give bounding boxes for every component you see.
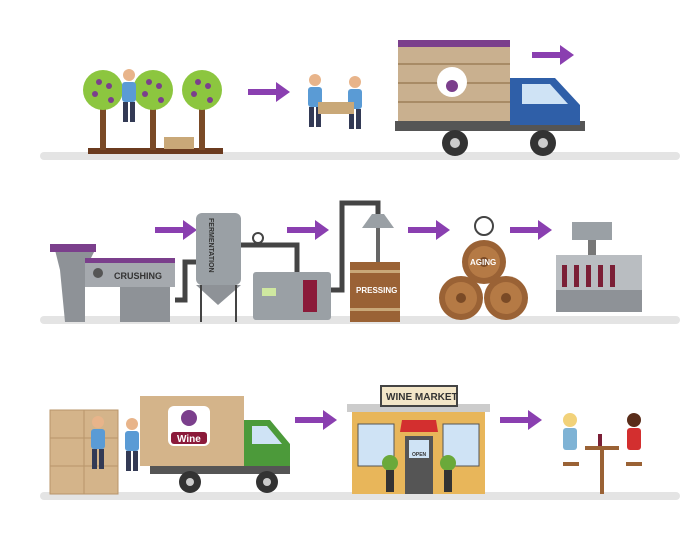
farmer [122, 69, 136, 122]
distribution-row: Wine WINE MARKET OPEN [40, 385, 680, 500]
soil [88, 148, 223, 154]
fermentation-tank: FERMENTATION [196, 213, 241, 322]
bottling-machine [556, 222, 642, 312]
market-sign: WINE MARKET [386, 392, 458, 403]
crushing-machine: CRUSHING [50, 244, 175, 322]
arrow-icon [287, 220, 329, 240]
aging-label: AGING [470, 258, 496, 267]
clock-icon [474, 216, 494, 236]
wine-box-stack [49, 409, 119, 495]
truck-logo-label: Wine [177, 434, 201, 445]
grapevine [83, 70, 123, 150]
pipe [241, 242, 300, 272]
pipe [175, 259, 198, 303]
grape-crate [318, 102, 354, 114]
grape-crate [164, 137, 194, 149]
wine-market-shop: WINE MARKET OPEN [347, 385, 490, 494]
arrow-icon [500, 410, 542, 430]
wine-press: PRESSING [350, 214, 400, 322]
people-drinking-wine [563, 413, 642, 494]
wine-delivery-truck: Wine [140, 396, 290, 493]
arrow-icon [295, 410, 337, 430]
gauge-icon [252, 232, 264, 244]
harvest-row [40, 40, 680, 160]
arrow-icon [408, 220, 450, 240]
worker [125, 418, 139, 471]
arrow-icon [155, 220, 197, 240]
pressing-label: PRESSING [356, 286, 397, 295]
fermentation-label: FERMENTATION [207, 218, 214, 273]
worker [308, 74, 322, 127]
aging-barrels: AGING [439, 216, 528, 320]
processing-row: CRUSHING FERMENTATION PRESSING [40, 200, 680, 324]
filter-machine [253, 272, 331, 320]
arrow-icon [510, 220, 552, 240]
ground [40, 492, 680, 500]
pipe [331, 200, 381, 293]
crushing-label: CRUSHING [114, 271, 162, 281]
open-sign: OPEN [412, 452, 427, 458]
delivery-truck [395, 40, 585, 156]
arrow-icon [248, 82, 290, 102]
arrow-icon [532, 45, 574, 65]
